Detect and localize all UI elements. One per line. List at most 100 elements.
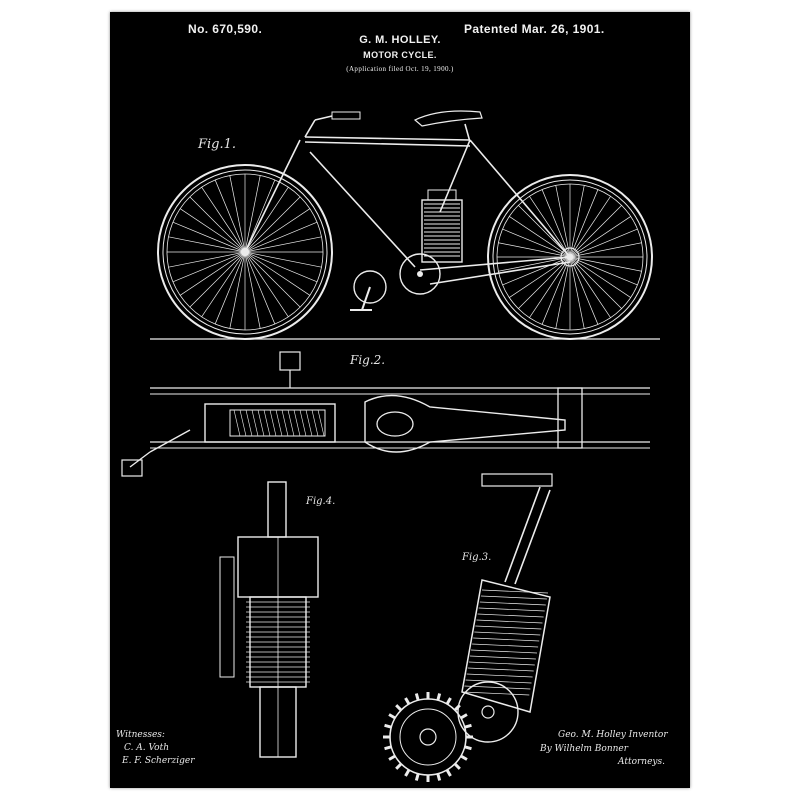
- wheel-spoke: [569, 256, 638, 286]
- wheel-spoke: [244, 251, 301, 308]
- wheel-spoke: [244, 251, 311, 296]
- hatch-line: [233, 409, 241, 437]
- fig1-bicycle: Fig.1.: [150, 110, 660, 340]
- hatch-line: [281, 409, 289, 437]
- cooling-fin: [467, 667, 534, 672]
- hatch-line: [305, 409, 313, 437]
- wheel-spoke: [569, 189, 599, 258]
- cooling-fin: [477, 613, 544, 618]
- fig1-drive-gear: [399, 253, 441, 295]
- wheel-spoke: [244, 251, 261, 329]
- hatch-line: [257, 409, 265, 437]
- wheel-spoke: [555, 185, 571, 258]
- cooling-fin: [464, 685, 531, 690]
- wheel-spoke: [502, 228, 571, 258]
- gear-tooth: [445, 697, 452, 705]
- wheel-spoke: [244, 251, 322, 268]
- wheel-spoke: [509, 216, 571, 258]
- witnesses-label: Witnesses:: [116, 730, 165, 740]
- wheel-spoke: [529, 196, 571, 258]
- gear-tooth: [384, 723, 392, 729]
- hatch-line: [263, 409, 271, 437]
- hatch-line: [311, 409, 319, 437]
- wheel-spoke: [244, 251, 276, 325]
- cooling-fin: [473, 637, 540, 642]
- wheel-spoke: [244, 236, 322, 253]
- cooling-fin: [465, 679, 532, 684]
- gear-tooth: [388, 754, 396, 761]
- wheel-spoke: [569, 256, 611, 318]
- gear-tooth: [436, 773, 442, 781]
- fig1-rear-spokes: [497, 184, 643, 330]
- fig1-rear-wheel: [487, 174, 653, 340]
- wheel-spoke: [569, 256, 642, 272]
- cooling-fin: [470, 649, 538, 654]
- fig2-plan-view: Fig.2.: [121, 351, 650, 477]
- gear-tooth: [404, 769, 411, 777]
- cooling-fin: [478, 607, 545, 612]
- gear-tooth: [436, 693, 442, 701]
- cooling-fin: [469, 655, 536, 660]
- cooling-fin: [481, 589, 549, 594]
- wheel-spoke: [179, 208, 246, 253]
- patent-poster: No. 670,590. Patented Mar. 26, 1901. G. …: [110, 12, 690, 788]
- gear-tooth: [414, 773, 420, 781]
- hatch-line: [287, 409, 295, 437]
- gear-tooth: [404, 697, 411, 705]
- fig4-label: Fig.4.: [305, 496, 335, 507]
- cooling-fin: [472, 643, 539, 648]
- gear-tooth: [384, 745, 392, 751]
- wheel-spoke: [168, 236, 246, 253]
- cooling-fin: [479, 601, 546, 606]
- patent-number: No. 670,590.: [188, 22, 263, 36]
- wheel-spoke: [244, 221, 318, 253]
- hatch-line: [299, 409, 307, 437]
- patent-date: Patented Mar. 26, 1901.: [464, 22, 605, 36]
- fig2-label: Fig.2.: [349, 353, 385, 367]
- wheel-spoke: [518, 256, 571, 309]
- wheel-spoke: [244, 186, 289, 253]
- wheel-spoke: [569, 205, 622, 258]
- wheel-spoke: [229, 175, 246, 253]
- wheel-spoke: [529, 256, 571, 318]
- wheel-spoke: [244, 175, 261, 253]
- gear-tooth: [453, 762, 461, 770]
- wheel-spoke: [172, 221, 246, 253]
- wheel-spoke: [214, 179, 246, 253]
- hatch-line: [251, 409, 259, 437]
- application-date: (Application filed Oct. 19, 1900.): [346, 65, 454, 73]
- wheel-spoke: [201, 251, 246, 318]
- wheel-spoke: [214, 251, 246, 325]
- gear-tooth: [460, 713, 468, 720]
- wheel-spoke: [569, 256, 622, 309]
- wheel-spoke: [569, 242, 642, 258]
- gear-tooth: [414, 693, 420, 701]
- hatch-line: [245, 409, 253, 437]
- fig1-front-spokes: [167, 174, 323, 330]
- hatch-line: [269, 409, 277, 437]
- attorneys-label: Attorneys.: [618, 757, 665, 767]
- cooling-fin: [475, 625, 542, 630]
- fig1-label: Fig.1.: [197, 137, 236, 152]
- wheel-spoke: [569, 216, 631, 258]
- wheel-spoke: [172, 251, 246, 283]
- wheel-spoke: [541, 189, 571, 258]
- wheel-spoke: [555, 256, 571, 329]
- wheel-spoke: [569, 196, 611, 258]
- wheel-spoke: [498, 256, 571, 272]
- attorney-signature: By Wilhelm Bonner: [540, 744, 629, 754]
- fig1-motor: [421, 189, 463, 263]
- wheel-spoke: [168, 251, 246, 268]
- wheel-spoke: [541, 256, 571, 325]
- fig3-motor-assembly: Fig.3.: [383, 473, 553, 782]
- wheel-spoke: [189, 196, 246, 253]
- gear-tooth: [464, 723, 472, 729]
- gear-tooth: [445, 769, 452, 777]
- fig3-gear-teeth: [383, 692, 473, 782]
- wheel-spoke: [229, 251, 246, 329]
- fig1-front-wheel: [157, 164, 333, 340]
- wheel-spoke: [244, 251, 318, 283]
- gear-tooth: [460, 754, 468, 761]
- cooling-fin: [474, 631, 541, 636]
- hatch-line: [317, 409, 325, 437]
